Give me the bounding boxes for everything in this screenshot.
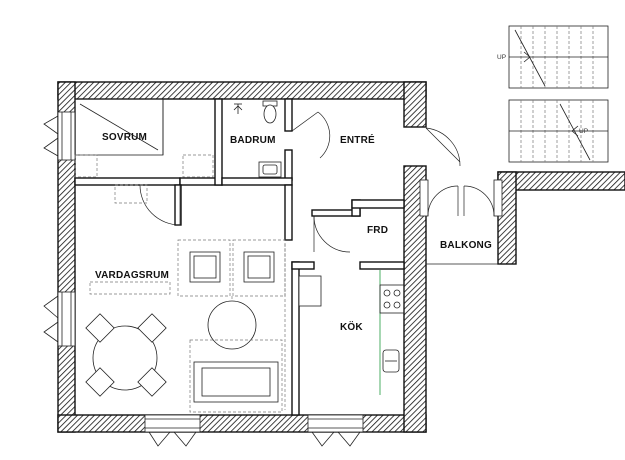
room-label-vardagsrum: VARDAGSRUM [95, 270, 169, 281]
bathroom-fixtures [233, 100, 282, 178]
room-label-badrum: BADRUM [230, 135, 276, 146]
sink-icon [258, 161, 282, 178]
door-swings [139, 111, 495, 253]
toilet-icon [262, 100, 278, 124]
room-label-entre: ENTRÉ [340, 133, 375, 146]
interior-walls [74, 98, 405, 416]
living-furniture [85, 239, 286, 413]
stair-up-label-top: UP [497, 54, 506, 61]
shower-icon [233, 103, 243, 114]
staircase-top: UP [497, 25, 609, 89]
stair-up-label-bottom: UP [579, 128, 588, 135]
bedroom-furniture [74, 98, 214, 204]
kitchen-fixtures [298, 270, 405, 395]
room-label-kok: KÖK [340, 320, 363, 333]
room-label-sovrum: SOVRUM [102, 132, 147, 143]
room-label-balkong: BALKONG [440, 240, 492, 251]
windows [43, 111, 503, 447]
room-label-frd: FRD [367, 225, 388, 236]
staircase-bottom: UP [508, 99, 609, 163]
